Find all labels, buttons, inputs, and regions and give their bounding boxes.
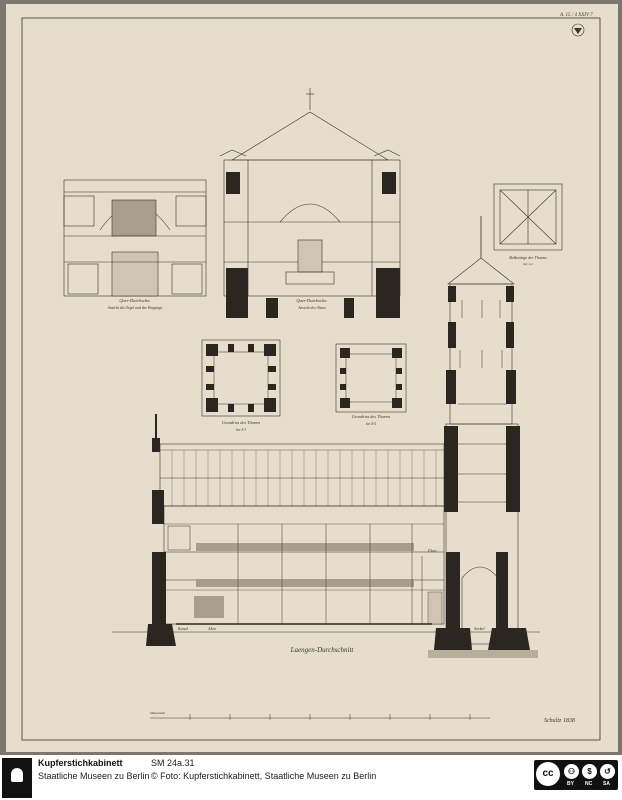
object-signature: SM 24a.31	[151, 758, 195, 768]
photo-credit[interactable]: © Foto: Kupferstichkabinett, Staatliche …	[151, 771, 377, 781]
longitudinal-section	[112, 414, 540, 658]
footer-bar: Kupferstichkabinett Staatliche Museen zu…	[0, 755, 622, 800]
roof-beam-plan	[493, 183, 563, 251]
level-label-right: Sockel	[474, 626, 485, 631]
caption-roof-1: Balkenlage der Thurms	[509, 255, 547, 260]
cc-logo: cc	[536, 762, 560, 786]
caption-roof-2: bei 1-2	[523, 262, 533, 266]
altar-walls	[226, 172, 400, 318]
level-label-left: Kanal	[177, 626, 189, 631]
by-icon: ⚇	[564, 764, 579, 779]
sheet-border	[21, 17, 601, 741]
scale-label: Maassstab	[149, 711, 165, 715]
caption-plan-left-1: Grundriss des Thurms	[222, 420, 261, 425]
section-altar	[219, 88, 401, 297]
crest-icon	[571, 23, 585, 37]
tower-plan-left	[201, 339, 281, 417]
caption-organ-1: Quer-Durchschn.	[119, 298, 150, 303]
architectural-drawing: A. 15 / 4 XXIV 7 Quer-Durchschn. Ansicht…	[21, 13, 601, 741]
by-label: BY	[567, 781, 574, 787]
caption-plan-right-1: Grundriss des Thurms	[352, 414, 391, 419]
drawing-signature: Schultz 1838	[544, 718, 575, 724]
image-viewer: A. 15 / 4 XXIV 7 Quer-Durchschn. Ansicht…	[6, 4, 618, 752]
tower-section	[434, 216, 530, 650]
room-label: Flure	[427, 548, 437, 553]
caption-plan-right-2: bei 4-5	[366, 422, 376, 426]
institution-name: Kupferstichkabinett	[38, 758, 123, 768]
creative-commons-icon[interactable]: cc ⚇ $ ↺ BY NC SA	[534, 760, 618, 790]
sa-label: SA	[603, 781, 610, 787]
nc-label: NC	[585, 781, 593, 787]
caption-altar-2: Ansicht des Altars	[297, 306, 326, 310]
scale-bar	[150, 714, 490, 720]
tower-plan-right	[335, 343, 407, 413]
caption-altar-1: Quer-Durchschn.	[296, 298, 327, 303]
main-caption: Laengen-Durchschnitt	[290, 646, 355, 654]
caption-organ-2: Ansicht die Orgel und der Eingänge	[107, 306, 163, 310]
sa-icon: ↺	[600, 764, 615, 779]
inventory-note: A. 15 / 4 XXIV 7	[559, 13, 593, 18]
museum-logo-icon	[2, 758, 32, 798]
nc-icon: $	[582, 764, 597, 779]
institution-subtitle: Staatliche Museen zu Berlin	[38, 771, 150, 781]
section-organ	[63, 179, 207, 297]
caption-plan-left-2: bei 2-3	[236, 428, 246, 432]
level-label-mid: Altar	[207, 626, 217, 631]
